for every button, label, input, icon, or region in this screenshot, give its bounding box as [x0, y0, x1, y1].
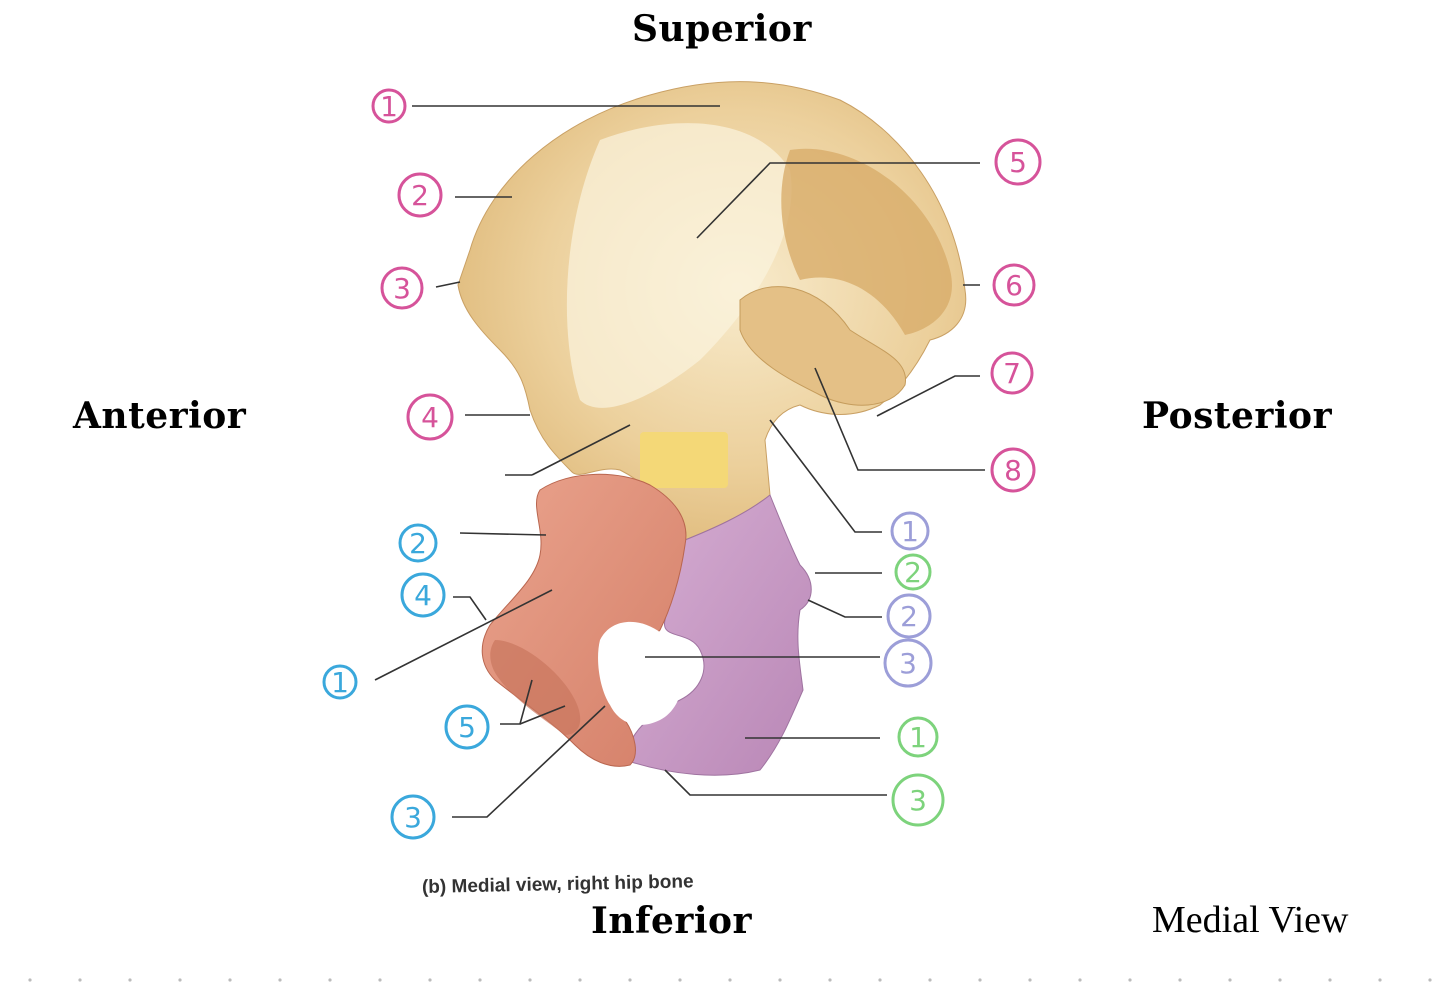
rule-dot [1278, 978, 1282, 982]
rule-dot [878, 978, 882, 982]
marker-pink-4: 4 [406, 393, 454, 441]
svg-text:5: 5 [458, 711, 476, 744]
obturator-foramen [598, 621, 683, 725]
marker-pink-5: 5 [994, 138, 1042, 186]
svg-text:1: 1 [331, 666, 349, 699]
svg-text:3: 3 [909, 784, 927, 817]
svg-text:3: 3 [393, 272, 411, 305]
svg-text:1: 1 [901, 515, 919, 548]
rule-dot [1028, 978, 1032, 982]
marker-pink-1: 1 [371, 88, 407, 124]
rule-dot [1128, 978, 1132, 982]
rule-dot [78, 978, 82, 982]
rule-dot [578, 978, 582, 982]
rule-dot [228, 978, 232, 982]
marker-pink-6: 6 [992, 263, 1036, 307]
marker-pink-7: 7 [990, 351, 1034, 395]
rule-dot [1178, 978, 1182, 982]
marker-blue-4: 4 [400, 572, 446, 618]
rule-dot [1378, 978, 1382, 982]
svg-text:2: 2 [411, 179, 429, 212]
marker-blue-5: 5 [444, 704, 490, 750]
rule-dot [628, 978, 632, 982]
svg-text:1: 1 [909, 721, 927, 754]
anterior-label: Anterior [73, 395, 247, 437]
svg-text:7: 7 [1003, 357, 1021, 390]
svg-text:4: 4 [414, 579, 432, 612]
symphyseal-surface [490, 640, 581, 735]
rule-dot [478, 978, 482, 982]
svg-text:4: 4 [421, 401, 439, 434]
rule-dot [678, 978, 682, 982]
svg-text:1: 1 [380, 90, 398, 123]
auricular-surface [781, 148, 952, 335]
leader-lines [374, 105, 985, 818]
svg-text:5: 5 [1009, 146, 1027, 179]
rule-dot [1228, 978, 1232, 982]
bottom-dotted-rule [28, 978, 1432, 982]
marker-pink-3: 3 [380, 266, 424, 310]
svg-text:6: 6 [1005, 269, 1023, 302]
marker-blue-1: 1 [322, 664, 358, 700]
rule-dot [1328, 978, 1332, 982]
rule-dot [528, 978, 532, 982]
marker-lavender-2: 2 [886, 593, 932, 639]
rule-dot [1428, 978, 1432, 982]
rule-dot [28, 978, 32, 982]
svg-text:2: 2 [904, 556, 922, 589]
marker-green-2: 2 [894, 553, 932, 591]
marker-green-1: 1 [897, 716, 939, 758]
marker-blue-2: 2 [398, 523, 438, 563]
svg-text:3: 3 [404, 801, 422, 834]
marker-green-3: 3 [891, 773, 945, 827]
view-label: Medial View [1152, 899, 1349, 941]
rule-dot [128, 978, 132, 982]
rule-dot [328, 978, 332, 982]
marker-lavender-3: 3 [883, 638, 933, 688]
rule-dot [728, 978, 732, 982]
iliac-fossa [566, 123, 792, 408]
sacral-notch [739, 286, 906, 406]
rule-dot [978, 978, 982, 982]
posterior-label: Posterior [1142, 395, 1333, 437]
marker-blue-3: 3 [390, 794, 436, 840]
inferior-label: Inferior [591, 900, 753, 942]
svg-text:2: 2 [900, 600, 918, 633]
highlight-box [640, 432, 728, 488]
rule-dot [428, 978, 432, 982]
rule-dot [778, 978, 782, 982]
rule-dot [1078, 978, 1082, 982]
rule-dot [928, 978, 932, 982]
rule-dot [378, 978, 382, 982]
marker-lavender-1: 1 [890, 511, 930, 551]
marker-pink-8: 8 [990, 447, 1036, 493]
rule-dot [178, 978, 182, 982]
svg-text:2: 2 [409, 527, 427, 560]
marker-pink-2: 2 [397, 172, 443, 218]
rule-dot [828, 978, 832, 982]
svg-text:8: 8 [1004, 454, 1022, 487]
svg-text:3: 3 [899, 647, 917, 680]
rule-dot [278, 978, 282, 982]
superior-label: Superior [632, 8, 812, 50]
